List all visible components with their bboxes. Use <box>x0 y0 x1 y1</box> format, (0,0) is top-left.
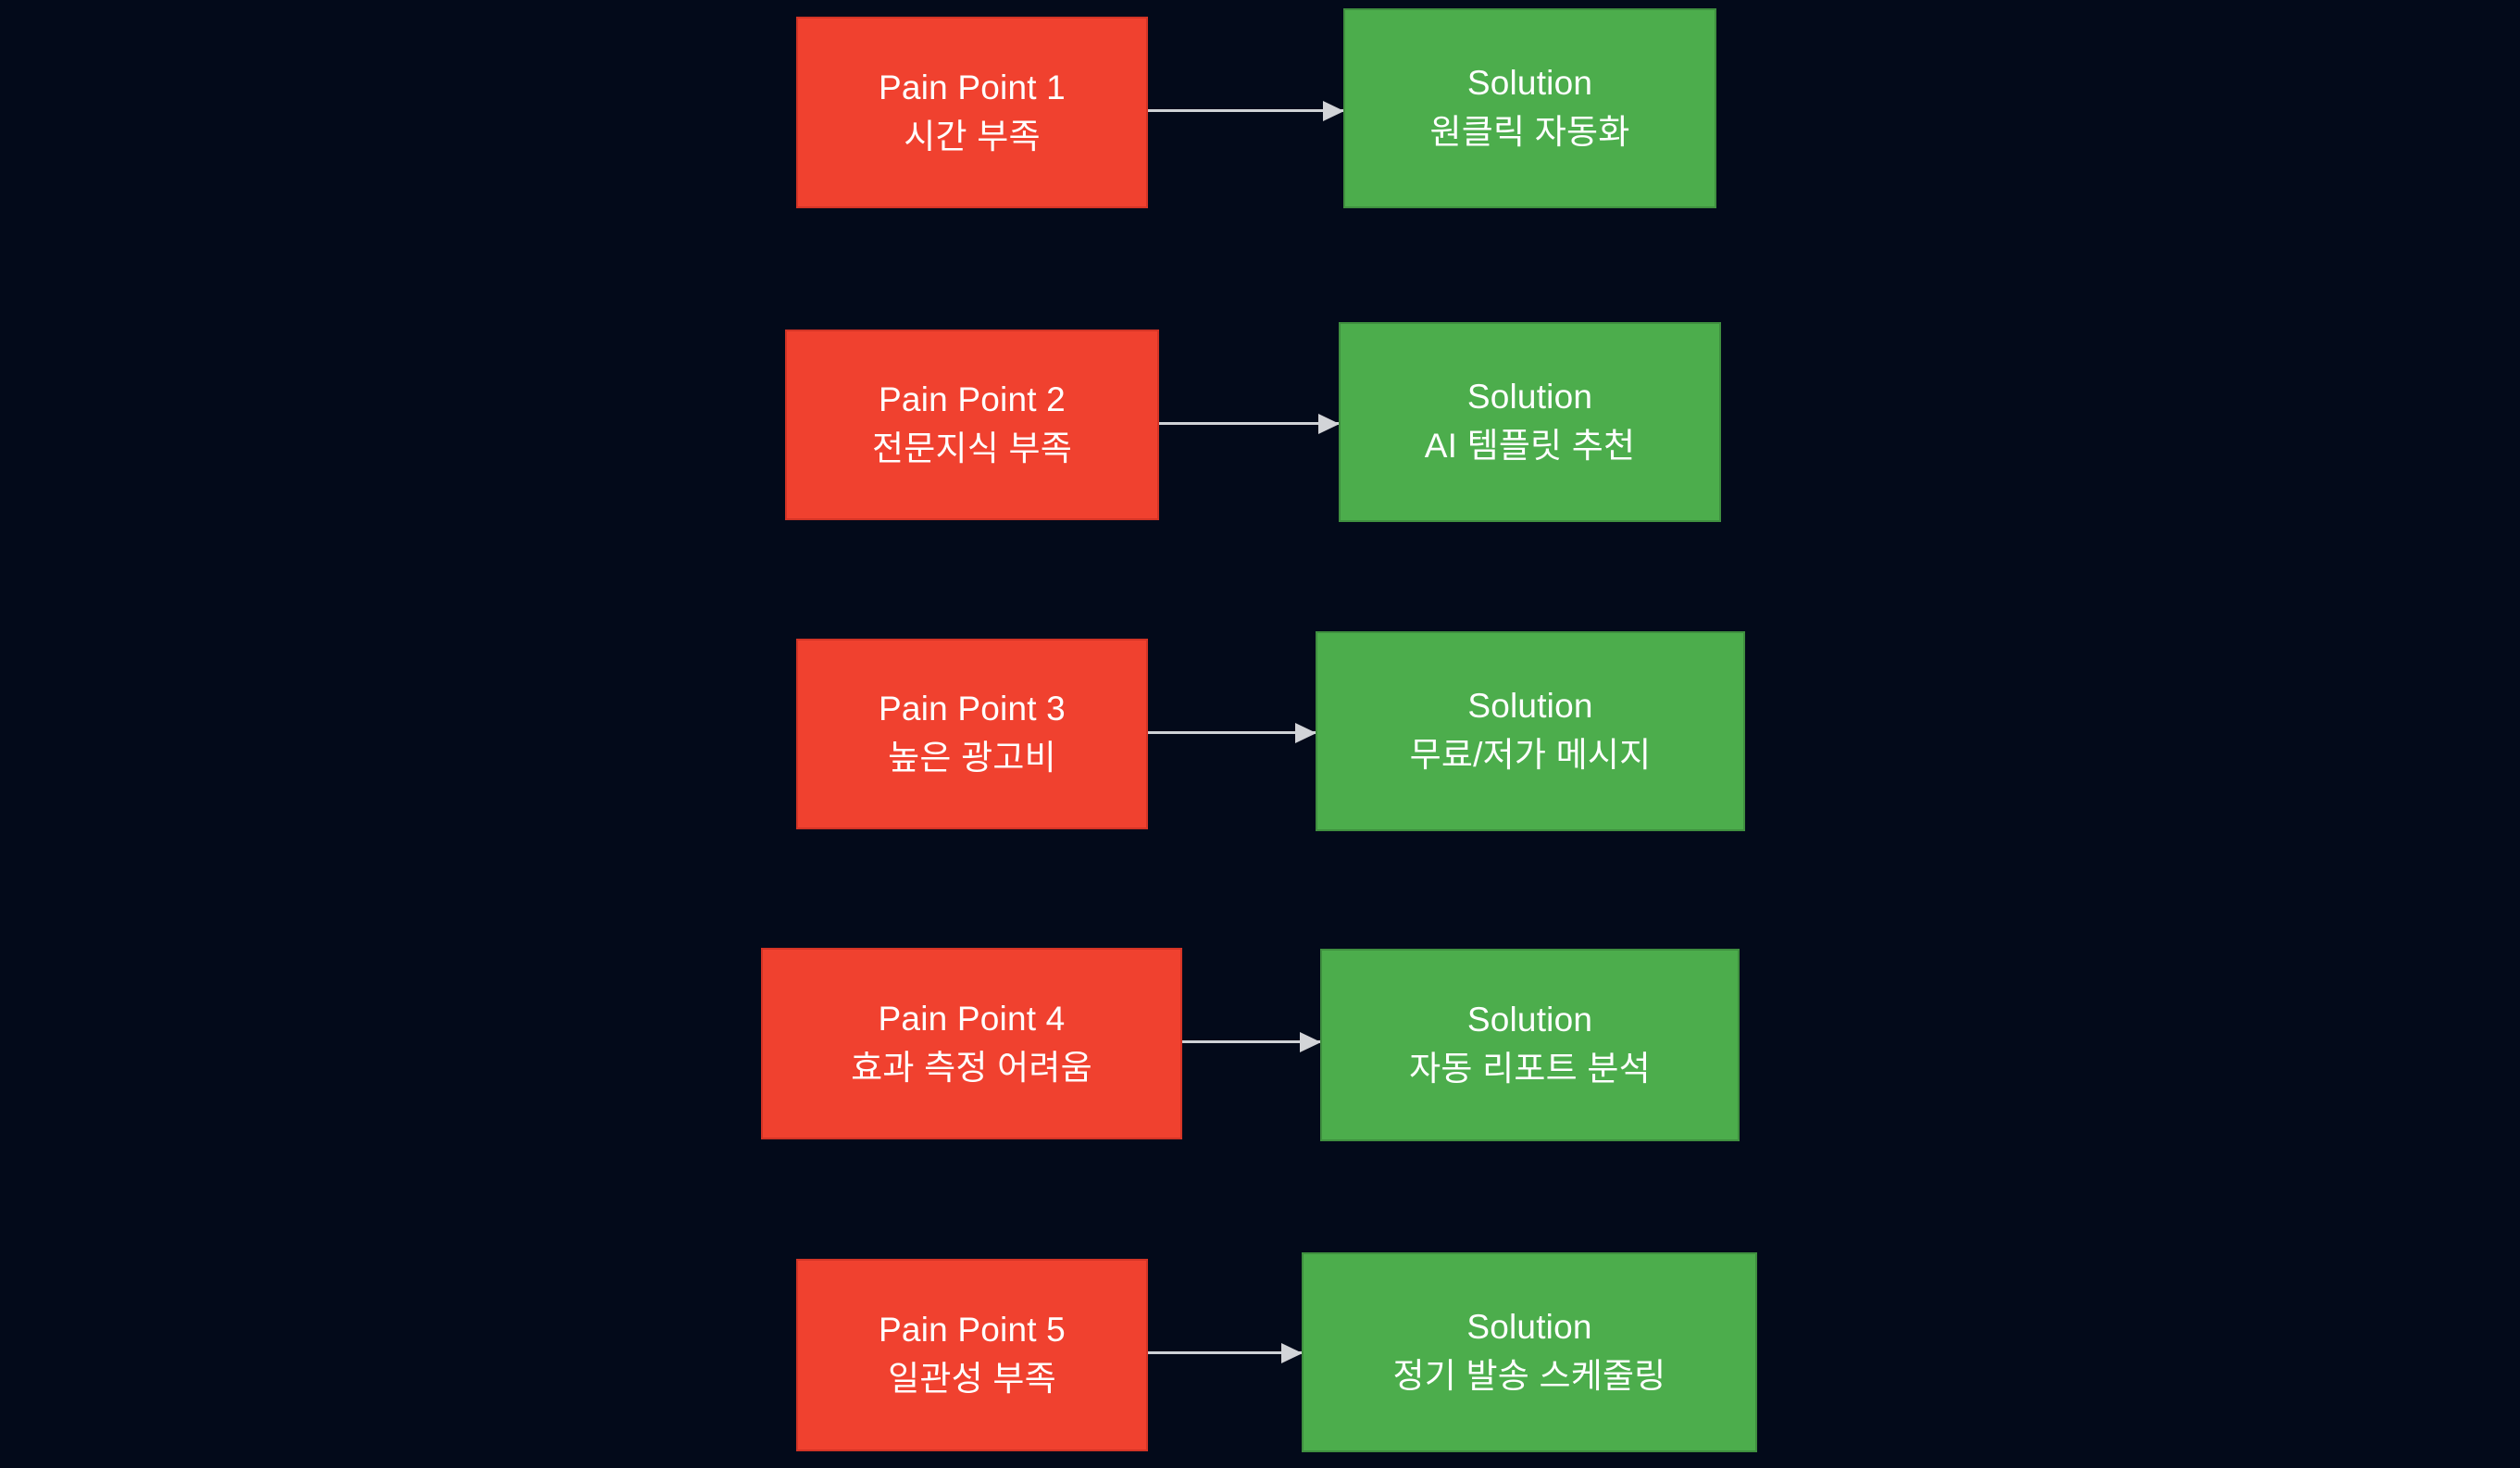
arrow-shaft <box>1159 422 1339 425</box>
pain-point-node-4[interactable]: Pain Point 4 효과 측정 어려움 <box>761 948 1182 1139</box>
arrow-pain-to-solution-1 <box>1148 101 1344 121</box>
pain-point-detail: 높은 광고비 <box>888 739 1056 777</box>
solution-node-2[interactable]: Solution AI 템플릿 추천 <box>1339 322 1721 522</box>
solution-node-3[interactable]: Solution 무료/저가 메시지 <box>1316 631 1745 831</box>
arrow-shaft <box>1148 731 1316 734</box>
pain-point-detail: 일관성 부족 <box>888 1360 1056 1398</box>
pain-point-node-2[interactable]: Pain Point 2 전문지식 부족 <box>785 330 1159 520</box>
pain-point-title: Pain Point 3 <box>879 690 1066 728</box>
arrow-head-icon <box>1323 101 1344 121</box>
solution-detail: 정기 발송 스케줄링 <box>1392 1357 1666 1395</box>
arrow-pain-to-solution-2 <box>1159 414 1340 434</box>
solution-detail: 무료/저가 메시지 <box>1409 736 1652 774</box>
arrow-head-icon <box>1295 723 1316 743</box>
pain-point-node-3[interactable]: Pain Point 3 높은 광고비 <box>796 639 1148 829</box>
solution-detail: 자동 리포트 분석 <box>1409 1050 1651 1088</box>
arrow-head-icon <box>1318 414 1340 434</box>
arrow-shaft <box>1148 1351 1302 1354</box>
solution-node-4[interactable]: Solution 자동 리포트 분석 <box>1320 949 1740 1141</box>
arrow-pain-to-solution-4 <box>1182 1032 1321 1052</box>
solution-detail: AI 템플릿 추천 <box>1424 427 1636 465</box>
solution-detail: 원클릭 자동화 <box>1429 113 1630 151</box>
pain-point-title: Pain Point 1 <box>879 68 1066 106</box>
solution-title: Solution <box>1466 378 1593 417</box>
pain-point-title: Pain Point 4 <box>878 999 1066 1038</box>
pain-point-detail: 효과 측정 어려움 <box>851 1048 1092 1087</box>
pain-point-detail: 전문지식 부족 <box>872 429 1072 467</box>
pain-point-node-1[interactable]: Pain Point 1 시간 부족 <box>796 17 1148 208</box>
pain-point-title: Pain Point 5 <box>879 1311 1066 1350</box>
arrow-pain-to-solution-3 <box>1148 723 1316 743</box>
solution-node-5[interactable]: Solution 정기 발송 스케줄링 <box>1302 1252 1757 1452</box>
solution-title: Solution <box>1467 687 1593 726</box>
arrow-shaft <box>1148 109 1343 112</box>
solution-title: Solution <box>1466 64 1593 103</box>
solution-node-1[interactable]: Solution 원클릭 자동화 <box>1343 8 1716 208</box>
pain-point-title: Pain Point 2 <box>879 380 1066 419</box>
pain-point-detail: 시간 부족 <box>904 117 1041 156</box>
arrow-pain-to-solution-5 <box>1148 1343 1303 1363</box>
pain-point-node-5[interactable]: Pain Point 5 일관성 부족 <box>796 1259 1148 1451</box>
arrow-head-icon <box>1300 1032 1321 1052</box>
arrow-shaft <box>1182 1040 1320 1043</box>
arrow-head-icon <box>1281 1343 1303 1363</box>
solution-title: Solution <box>1466 1001 1593 1039</box>
solution-title: Solution <box>1466 1308 1592 1347</box>
